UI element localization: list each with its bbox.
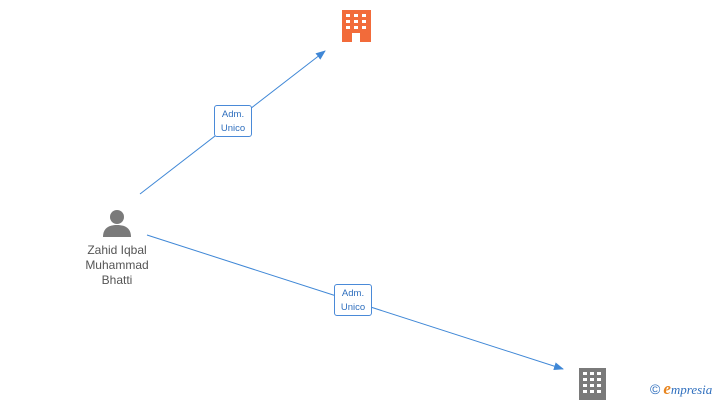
- person-name[interactable]: Zahid Iqbal Muhammad Bhatti: [62, 243, 172, 288]
- edge-label[interactable]: Adm. Unico: [334, 284, 372, 316]
- person-name-line: Zahid Iqbal: [87, 243, 147, 257]
- edge-label-line: Adm.: [341, 288, 365, 299]
- person-icon[interactable]: [103, 210, 131, 237]
- brand-name: mpresia: [670, 382, 713, 397]
- building-icon[interactable]: [342, 10, 371, 42]
- edge-label[interactable]: Adm. Unico: [214, 105, 252, 137]
- brand-initial: e: [663, 379, 671, 398]
- person-name-line: Bhatti: [101, 273, 133, 287]
- edge-label-line: Unico: [340, 302, 366, 313]
- building-icon[interactable]: [579, 368, 606, 400]
- edge-label-line: Adm.: [221, 109, 245, 120]
- person-name-line: Muhammad: [85, 258, 149, 272]
- edge-label-line: Unico: [220, 123, 246, 134]
- empresia-watermark: ©empresia: [650, 379, 712, 399]
- copyright-symbol: ©: [650, 381, 661, 397]
